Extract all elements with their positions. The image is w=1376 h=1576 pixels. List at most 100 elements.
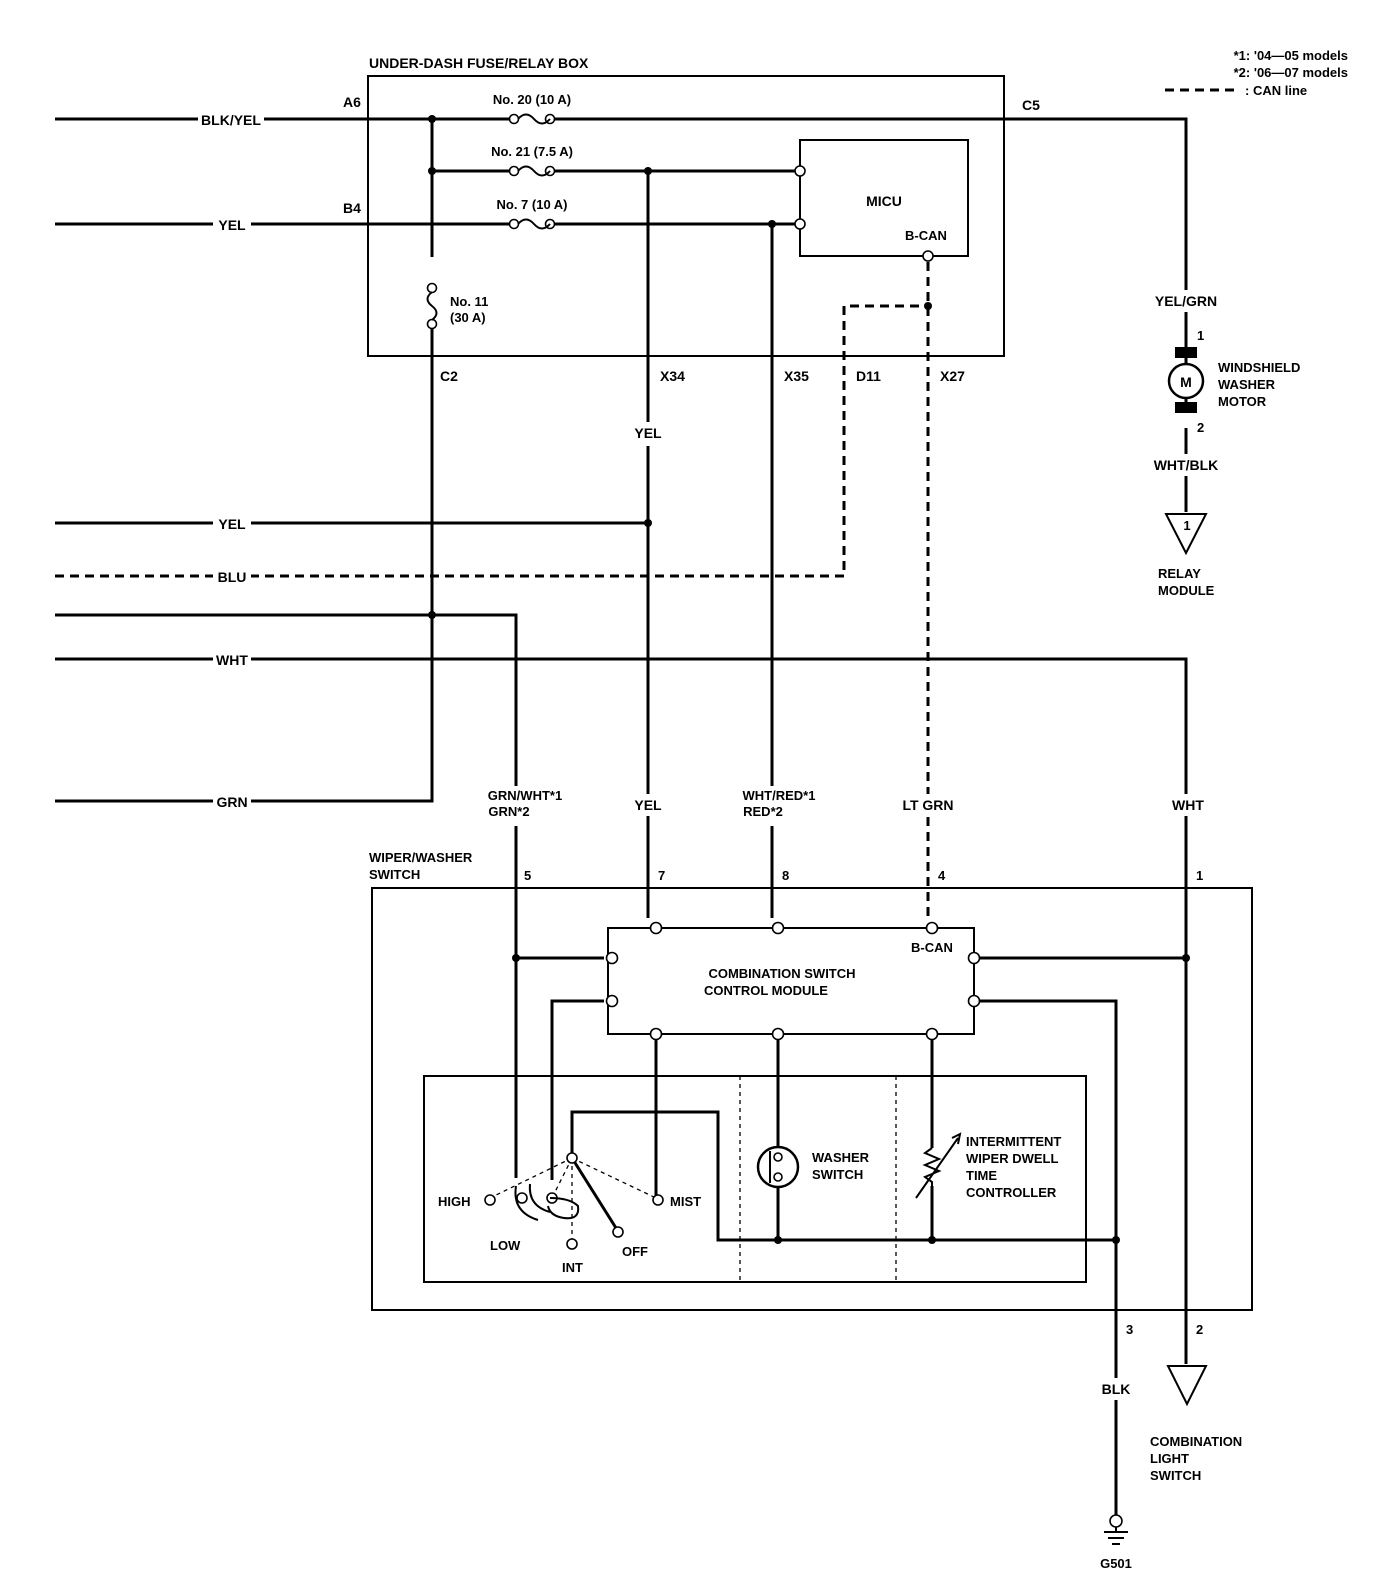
wire-fuse20-to-c5 (554, 117, 1188, 347)
mist-contact (652, 1194, 664, 1206)
switch-inner-panel (423, 1075, 1087, 1283)
dwell-label-1: INTERMITTENT (966, 1134, 1061, 1149)
motor-icon (1167, 362, 1205, 400)
wire-wht (55, 657, 1188, 1364)
junctions (428, 115, 1190, 1244)
module-bcan-label: B-CAN (911, 940, 953, 955)
wire-labels: BLK/YEL YEL YEL YEL BLU WHT GRN GRN/WHT*… (201, 112, 1218, 1397)
switch-pin1: 1 (1196, 868, 1203, 883)
conn-c5: C5 (1022, 97, 1040, 113)
label-yel-left: YEL (218, 516, 246, 532)
legend: *1: '04—05 models *2: '06—07 models : CA… (1165, 48, 1348, 98)
switch-pin8: 8 (782, 868, 789, 883)
label-wht-left: WHT (216, 652, 248, 668)
fuse21-label: No. 21 (7.5 A) (491, 144, 573, 159)
combo-light-label-3: SWITCH (1150, 1468, 1201, 1483)
washer-label-1: WASHER (812, 1150, 870, 1165)
module-label-2: CONTROL MODULE (704, 983, 828, 998)
label-grn-wht-1: GRN/WHT*1 (488, 788, 562, 803)
motor-pin1: 1 (1197, 328, 1204, 343)
motor-label-3: MOTOR (1218, 394, 1267, 409)
wire-switch-common (570, 1110, 1116, 1242)
variable-resistor-icon (922, 1147, 942, 1186)
wire-label-masks (198, 108, 1224, 1400)
ground-g501: G501 (1100, 1514, 1132, 1571)
switch-pin3: 3 (1126, 1322, 1133, 1337)
label-blk-yel: BLK/YEL (201, 112, 261, 128)
fuse11-label-1: No. 11 (450, 294, 488, 309)
micu-label: MICU (866, 193, 902, 209)
legend-can-label: : CAN line (1245, 83, 1307, 98)
relay-module-label-1: RELAY (1158, 566, 1201, 581)
switch-outline (371, 887, 1253, 1311)
combination-light-switch-ref: COMBINATION LIGHT SWITCH (1150, 1365, 1242, 1483)
ground-label: G501 (1100, 1556, 1132, 1571)
dwell-controller: INTERMITTENT WIPER DWELL TIME CONTROLLER (915, 1132, 1061, 1200)
combination-light-triangle-icon (1166, 1365, 1208, 1407)
combo-light-label-1: COMBINATION (1150, 1434, 1242, 1449)
label-mist: MIST (670, 1194, 701, 1209)
ground-icon (1104, 1527, 1128, 1545)
label-yel-grn: YEL/GRN (1155, 293, 1217, 309)
switch-pin4: 4 (938, 868, 946, 883)
off-contact (612, 1226, 624, 1238)
can-lines (55, 262, 930, 922)
fuse-21: No. 21 (7.5 A) (491, 144, 573, 177)
fuse-box-title: UNDER-DASH FUSE/RELAY BOX (369, 55, 589, 71)
conn-x34: X34 (660, 368, 685, 384)
fuses: No. 20 (10 A) No. 21 (7.5 A) No. 7 (10 A… (426, 92, 573, 330)
label-grn: GRN (216, 794, 247, 810)
label-low: LOW (490, 1238, 521, 1253)
module-label-1: COMBINATION SWITCH (708, 966, 855, 981)
label-lt-grn: LT GRN (902, 797, 953, 813)
label-int: INT (562, 1260, 583, 1275)
switch-title-1: WIPER/WASHER (369, 850, 473, 865)
label-blu: BLU (218, 569, 247, 585)
wiper-rotary-switch: HIGH LOW INT OFF MIST (438, 1152, 701, 1275)
label-yel-pin7: YEL (634, 797, 662, 813)
label-wht-red-2: RED*2 (743, 804, 783, 819)
label-off: OFF (622, 1244, 648, 1259)
label-high: HIGH (438, 1194, 471, 1209)
relay-module-ref: 1 RELAY MODULE (1158, 513, 1215, 598)
fuse11-label-2: (30 A) (450, 310, 486, 325)
int-contact (566, 1238, 578, 1250)
wire-grn (55, 328, 434, 803)
label-grn-wht-2: GRN*2 (488, 804, 529, 819)
washer-switch-icon (756, 1145, 800, 1189)
dwell-label-3: TIME (966, 1168, 997, 1183)
label-wht-right: WHT (1172, 797, 1204, 813)
fuse-box-outline (367, 75, 1005, 357)
washer-label-2: SWITCH (812, 1167, 863, 1182)
micu-terminals (794, 165, 934, 262)
micu-bcan-label: B-CAN (905, 228, 947, 243)
legend-note2: *2: '06—07 models (1234, 65, 1348, 80)
conn-b4: B4 (343, 200, 361, 216)
dwell-label-2: WIPER DWELL (966, 1151, 1058, 1166)
fuse-relay-box: UNDER-DASH FUSE/RELAY BOX MICU B-CAN (367, 55, 1005, 357)
conn-d11: D11 (856, 368, 881, 384)
switch-pin5: 5 (524, 868, 531, 883)
wiper-washer-switch: WIPER/WASHER SWITCH 5 7 8 4 1 3 2 COMBIN… (369, 850, 1253, 1337)
conn-x35: X35 (784, 368, 809, 384)
washer-switch: WASHER SWITCH (756, 1145, 870, 1189)
switch-pin7: 7 (658, 868, 665, 883)
label-yel-b4: YEL (218, 217, 246, 233)
label-blk: BLK (1102, 1381, 1131, 1397)
motor-pin2: 2 (1197, 420, 1204, 435)
micu-block (799, 139, 969, 257)
wires (55, 117, 1188, 1516)
legend-note1: *1: '04—05 models (1234, 48, 1348, 63)
wire-blu-can (55, 304, 928, 578)
switch-pin2: 2 (1196, 1322, 1203, 1337)
motor-label-2: WASHER (1218, 377, 1276, 392)
conn-x27: X27 (940, 368, 965, 384)
relay-module-ref-num: 1 (1183, 518, 1190, 533)
relay-module-triangle-icon (1164, 513, 1208, 556)
control-module (607, 927, 975, 1035)
wire-module-to-low (550, 999, 604, 1180)
label-wht-blk: WHT/BLK (1154, 457, 1219, 473)
conn-c2: C2 (440, 368, 458, 384)
washer-motor: M 1 2 WINDSHIELD WASHER MOTOR (1167, 328, 1300, 435)
